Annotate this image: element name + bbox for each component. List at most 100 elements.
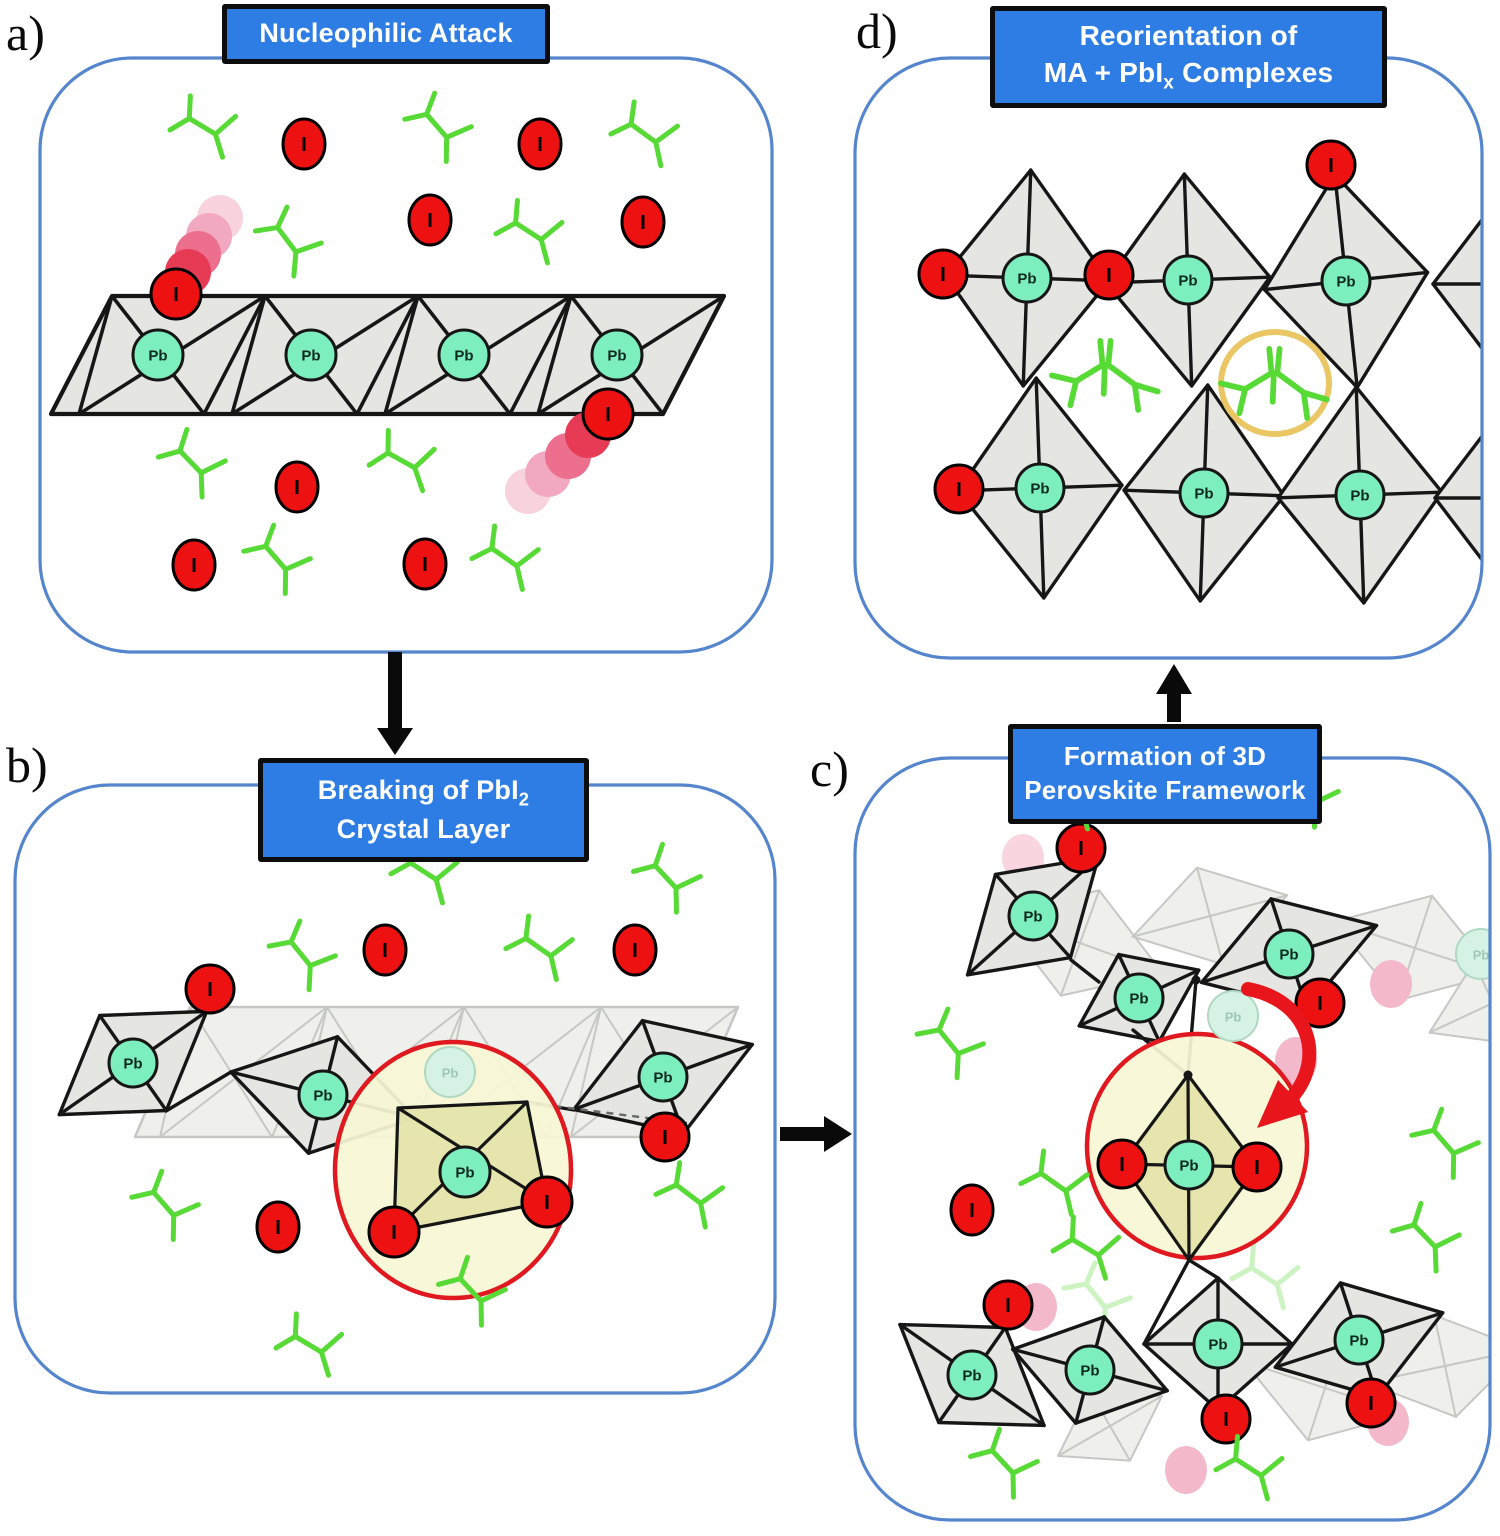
bond-line: [1057, 1395, 1163, 1457]
iodide-ion: [949, 1183, 995, 1237]
ma-cation: [1409, 1106, 1481, 1180]
iodide-ion-label: I: [1254, 1157, 1260, 1179]
ma-bond: [1102, 1295, 1133, 1311]
iodide-ion: [402, 537, 448, 591]
ma-cation: [402, 90, 474, 164]
ma-cation: [493, 197, 565, 266]
ma-bond: [1061, 1281, 1089, 1291]
iodide-ion-label: I: [956, 479, 962, 501]
iodide-ion: [1294, 977, 1346, 1029]
iodide-ion-label: I: [605, 404, 611, 426]
arrow-head: [824, 1116, 852, 1152]
ma-bond: [443, 134, 450, 164]
ma-bond: [653, 139, 664, 169]
title-text: x: [1163, 72, 1175, 94]
panel-b-letter: b): [6, 737, 48, 793]
ma-bond: [292, 1333, 324, 1355]
ma-cation: [608, 99, 680, 169]
ma-bond: [198, 458, 228, 476]
ma-bond: [1274, 1264, 1301, 1288]
octahedron-outline: [1428, 961, 1490, 1045]
lead-atom: [297, 1069, 349, 1121]
ma-cation: [1213, 1433, 1285, 1502]
ma-bond: [1069, 1236, 1101, 1258]
iodide-ion-label: I: [427, 210, 433, 232]
lead-atom-label: Pb: [313, 1088, 332, 1105]
ma-cation: [1050, 1214, 1122, 1281]
ma-bond: [652, 863, 679, 891]
lead-atom: [107, 1037, 159, 1089]
iodide-ion: [255, 1200, 301, 1254]
lead-atom-label: Pb: [1208, 1337, 1227, 1354]
ghost-lead-atom: [1455, 928, 1490, 980]
lead-atom: [1064, 1344, 1116, 1396]
title-text: Formation of 3D: [1063, 741, 1267, 772]
lead-atom-label: Pb: [301, 348, 320, 365]
ma-bond: [212, 131, 226, 160]
ma-bond: [1063, 1172, 1090, 1194]
ma-bond: [628, 99, 637, 127]
lead-atom: [1007, 890, 1059, 942]
ma-bond: [503, 935, 529, 952]
ma-bond: [457, 1254, 470, 1282]
lead-atom: [1001, 252, 1053, 304]
octahedron-outline: [1431, 177, 1482, 391]
flow-arrow-a-to-b: [377, 652, 413, 755]
ghost-lead-atom: [1207, 990, 1259, 1042]
lead-atom-label: Pb: [1194, 486, 1213, 503]
ma-bond: [1269, 370, 1277, 405]
lead-atom: [637, 1051, 689, 1103]
ma-bond: [1038, 1148, 1047, 1176]
iodide-ion-label: I: [1317, 993, 1323, 1015]
ma-cation: [129, 1168, 201, 1242]
panel-c-title-line: Formation of 3D: [1064, 740, 1266, 774]
iodide-ion: [281, 117, 327, 171]
iodide-ion-label: I: [1368, 1393, 1374, 1415]
ma-bond: [673, 1182, 704, 1206]
octahedron: Pb: [1199, 897, 1379, 1011]
ma-bond: [489, 545, 520, 569]
iodide-ion-label: I: [969, 1200, 975, 1222]
octahedron: Pb: [1122, 383, 1286, 603]
ma-bond: [489, 523, 498, 551]
octahedron: Pb: [965, 855, 1101, 977]
rotation-arrow-head: [1257, 1080, 1308, 1128]
ma-bond: [433, 877, 445, 906]
ma-cation: [266, 918, 338, 993]
ma-bond: [263, 543, 289, 572]
ma-bond: [171, 1202, 201, 1218]
iodide-ion: [362, 923, 408, 977]
lead-atom-label: Pb: [1349, 1333, 1368, 1350]
ma-bond: [523, 913, 532, 941]
bond-line: [202, 294, 267, 416]
vertex-node: [1191, 975, 1201, 985]
ma-bond: [628, 121, 659, 145]
iodide-ion: [184, 963, 236, 1015]
ma-bond: [1242, 370, 1275, 393]
iodide-ion: [1231, 1141, 1283, 1193]
iodide-ion-label: I: [391, 1222, 397, 1244]
lead-atom-label: Pb: [1030, 481, 1049, 498]
ma-bond: [653, 123, 680, 145]
lead-atom-label: Pb: [1179, 1158, 1198, 1175]
iodide-ion-label: I: [1223, 1409, 1229, 1431]
iodide-ion: [612, 923, 658, 977]
panel-a-letter: a): [6, 5, 45, 61]
title-text: Crystal Layer: [336, 813, 511, 844]
iodide-ion-label: I: [1005, 1295, 1011, 1317]
ma-bond: [967, 1448, 995, 1459]
ma-bond: [177, 426, 190, 454]
ma-bond: [1083, 1281, 1108, 1311]
ma-bond: [457, 1276, 484, 1304]
ma-bond: [282, 566, 289, 596]
panel-d-title-line: Reorientation of: [1080, 18, 1298, 54]
title-text: MA + PbI: [1043, 56, 1164, 88]
octahedron: Pb: [572, 1018, 754, 1136]
framework-bond: [1142, 1258, 1191, 1346]
ghost-iodide-ion: [1370, 960, 1412, 1008]
ma-bond: [1095, 1234, 1122, 1258]
iodide-ion: [367, 1205, 421, 1259]
